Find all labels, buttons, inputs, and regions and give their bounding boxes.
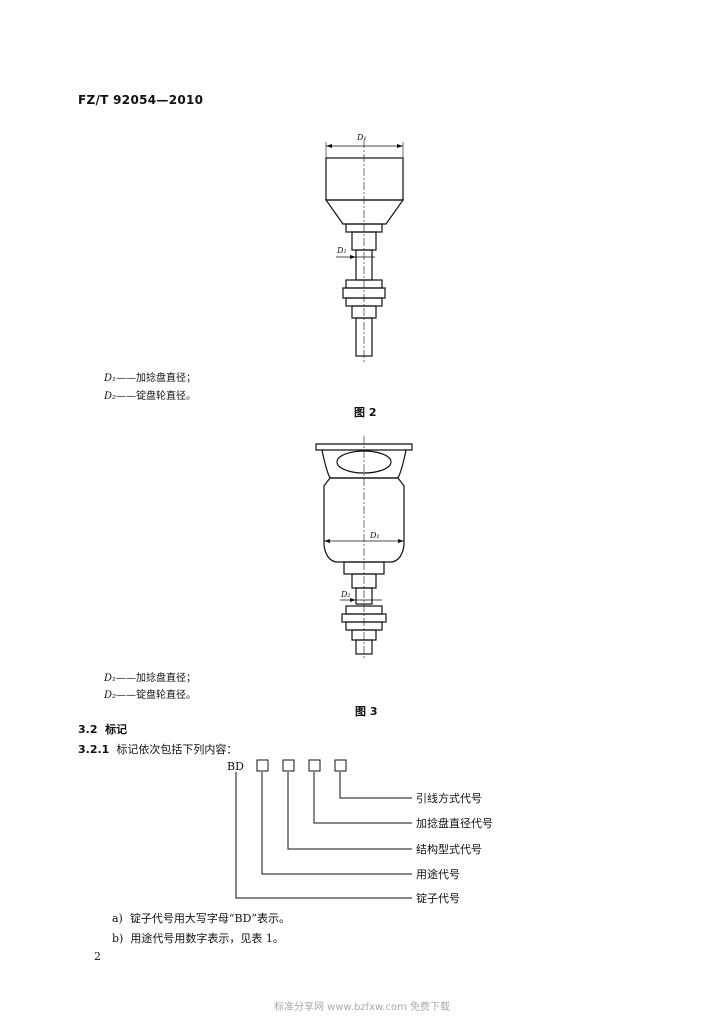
subsection-line: 3.2.1 标记依次包括下列内容：: [78, 741, 237, 757]
list-text: 用途代号用数字表示，见表 1。: [130, 932, 284, 945]
fig3-legend-line-1: D₁——加捻盘直径；: [104, 669, 196, 684]
figure-3-caption: 图 3: [355, 705, 378, 718]
standard-number: FZ/T 92054—2010: [78, 93, 204, 107]
marking-box-4: [334, 759, 347, 772]
marking-label-1: 引线方式代号: [416, 791, 482, 805]
list-marker: b): [112, 932, 124, 945]
legend-symbol: D₂: [104, 391, 117, 402]
marking-box-3: [308, 759, 321, 772]
subsection-number: 3.2.1: [78, 743, 110, 756]
legend-symbol: D₂: [104, 690, 117, 701]
fig2-legend-line-1: D₁——加捻盘直径；: [104, 369, 196, 384]
list-text: 锭子代号用大写字母“BD”表示。: [129, 912, 291, 925]
fig3-d1-label: D₁: [369, 531, 380, 540]
fig3-legend-line-2: D₂——锭盘轮直径。: [104, 686, 196, 701]
legend-text: ——加捻盘直径；: [116, 673, 197, 684]
list-marker: a): [112, 912, 123, 925]
section-number: 3.2: [78, 723, 98, 736]
marking-prefix: BD: [227, 760, 244, 773]
legend-text: ——锭盘轮直径。: [116, 391, 197, 402]
marking-box-2: [282, 759, 295, 772]
fig3-d2-label: D₂: [340, 590, 351, 599]
figure-3-drawing: [315, 436, 413, 660]
marking-label-3: 结构型式代号: [416, 842, 482, 856]
legend-symbol: D₁: [104, 673, 117, 684]
marking-label-5: 锭子代号: [416, 891, 460, 905]
list-item: a) 锭子代号用大写字母“BD”表示。: [112, 910, 290, 926]
legend-text: ——锭盘轮直径。: [116, 690, 197, 701]
fig2-legend-line-2: D₂——锭盘轮直径。: [104, 387, 196, 402]
legend-symbol: D₁: [104, 373, 117, 384]
list-item: b) 用途代号用数字表示，见表 1。: [112, 930, 284, 946]
marking-label-4: 用途代号: [416, 867, 460, 881]
figure-2-caption: 图 2: [354, 406, 377, 419]
footer-watermark: 标准分享网 www.bzfxw.com 免费下载: [274, 1002, 450, 1013]
marking-diagram: [235, 759, 412, 899]
marking-label-2: 加捻盘直径代号: [416, 816, 493, 830]
fig2-d2-label: D₂: [336, 246, 347, 255]
section-heading: 3.2 标记: [78, 721, 127, 737]
section-title: 标记: [105, 723, 128, 736]
fig2-d1-label: D₁: [356, 133, 367, 142]
page-number: 2: [94, 950, 101, 963]
legend-text: ——加捻盘直径；: [116, 373, 197, 384]
marking-box-1: [256, 759, 269, 772]
subsection-text: 标记依次包括下列内容：: [116, 743, 238, 756]
figure-2-drawing: [324, 140, 405, 364]
